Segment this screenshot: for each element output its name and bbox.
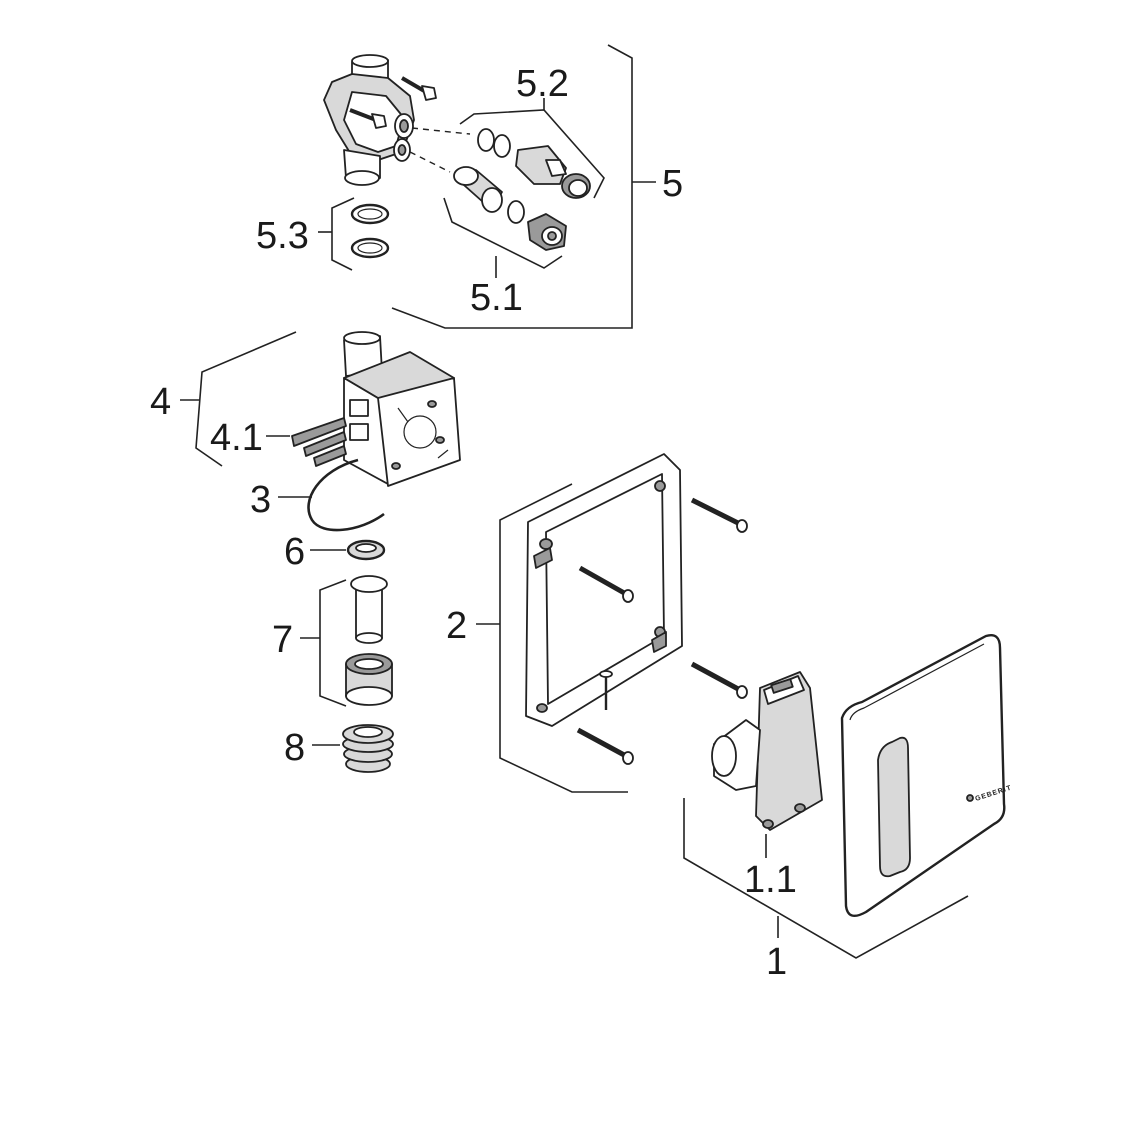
group-4-bracket [180,331,297,467]
label-5-1: 5.1 [470,277,523,319]
label-7: 7 [272,619,293,661]
part-8-bellows [312,724,394,773]
group-2-bracket [476,483,628,793]
label-1: 1 [766,941,787,983]
group-1-bracket [683,798,969,959]
valve-screws [349,76,437,129]
group-5-bracket [391,44,656,329]
part-1-1-electronics-module [711,671,823,858]
part-5-2-cartridge-set [459,98,605,199]
label-4-1: 4.1 [210,417,263,459]
part-6-seal [310,539,386,561]
part-labels: 5 5.2 5.3 5.1 4 4.1 3 6 7 8 2 1.1 1 [150,63,797,983]
valve-body-part [323,54,415,186]
label-1-1: 1.1 [744,859,797,901]
part-5-3-seals [318,197,390,271]
label-5: 5 [662,163,683,205]
label-6: 6 [284,531,305,573]
part-3-cable [278,458,385,532]
label-5-2: 5.2 [516,63,569,105]
label-4: 4 [150,381,171,423]
mounting-frame-part [525,453,683,727]
part-7-pipe-and-nut [300,575,393,707]
part-4-1-connectors [266,417,347,467]
solenoid-box-part [343,331,461,487]
label-2: 2 [446,605,467,647]
frame-screws [576,497,748,765]
label-8: 8 [284,727,305,769]
cover-plate-part: GEBERIT [840,634,1013,918]
label-5-3: 5.3 [256,215,309,257]
part-5-1-filter-set [443,166,567,278]
label-3: 3 [250,479,271,521]
